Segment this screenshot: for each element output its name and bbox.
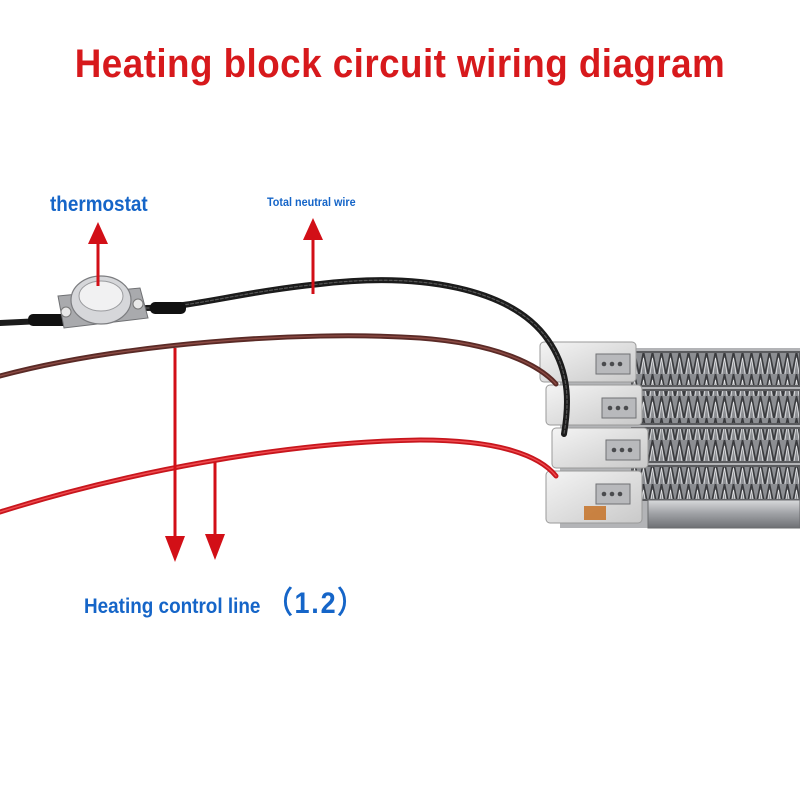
heating-control-numbers: （1.2） xyxy=(265,587,367,620)
wires xyxy=(0,277,571,515)
arrow-down-icon xyxy=(205,534,225,560)
arrow-down-icon xyxy=(165,536,185,562)
heating-control-text: Heating control line xyxy=(84,595,261,618)
heating-element-tube xyxy=(631,351,800,387)
arrow-up-icon xyxy=(88,222,108,244)
annotation-arrows xyxy=(88,218,323,562)
thermostat-label: thermostat xyxy=(50,193,148,216)
heating-element-tube xyxy=(631,389,800,425)
heating-control-label: Heating control line （1.2） xyxy=(84,578,366,622)
arrow-up-icon xyxy=(303,218,323,240)
thermostat-device xyxy=(57,275,149,329)
heating-element-tube xyxy=(631,465,800,501)
heating-block xyxy=(539,341,800,529)
diagram-title: Heating block circuit wiring diagram xyxy=(74,42,726,86)
neutral-wire-label: Total neutral wire xyxy=(267,195,356,209)
heating-element-tube xyxy=(631,427,800,463)
brown-control-wire xyxy=(0,333,559,387)
